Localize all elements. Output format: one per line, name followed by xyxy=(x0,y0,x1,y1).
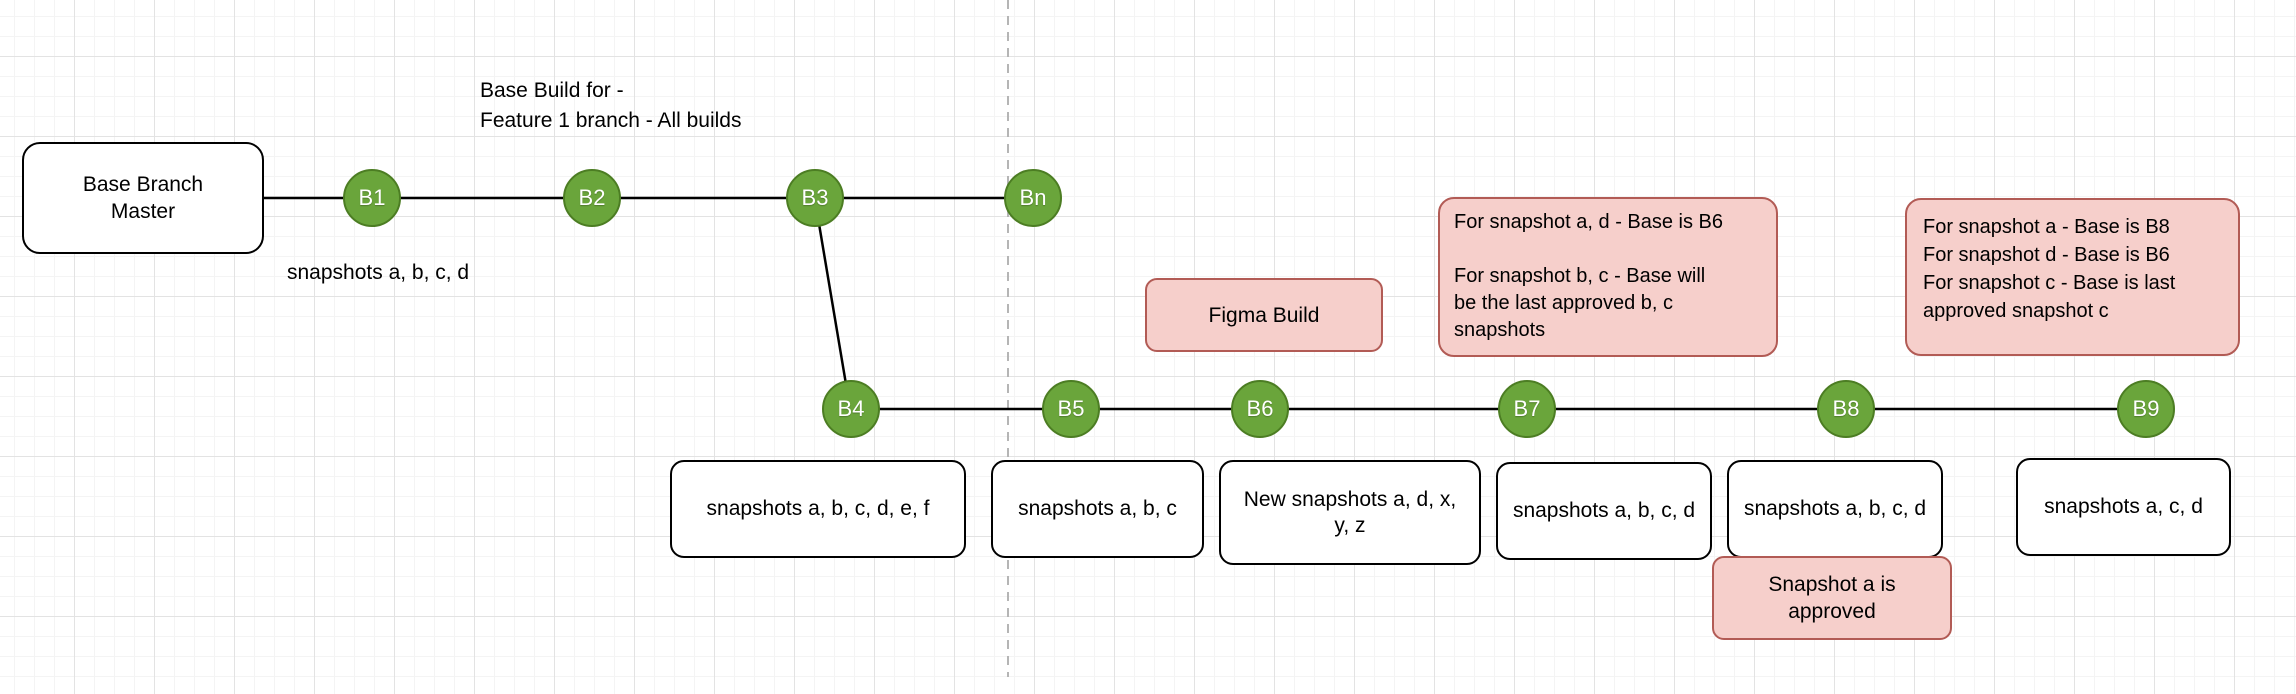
note-snapshot-a-approved[interactable]: Snapshot a is approved xyxy=(1712,556,1952,640)
branch-node-b6[interactable]: B6 xyxy=(1231,380,1289,438)
branch-node-b9[interactable]: B9 xyxy=(2117,380,2175,438)
branch-node-b7[interactable]: B7 xyxy=(1498,380,1556,438)
branch-node-b5[interactable]: B5 xyxy=(1042,380,1100,438)
note-base-for-b7-snapshots[interactable]: For snapshot a, d - Base is B6 For snaps… xyxy=(1438,197,1778,357)
shape-snapshots-b8[interactable]: snapshots a, b, c, d xyxy=(1727,460,1943,558)
branch-node-b8[interactable]: B8 xyxy=(1817,380,1875,438)
shape-snapshots-b7[interactable]: snapshots a, b, c, d xyxy=(1496,462,1712,560)
shape-snapshots-b6[interactable]: New snapshots a, d, x, y, z xyxy=(1219,460,1481,565)
note-figma-build[interactable]: Figma Build xyxy=(1145,278,1383,352)
text-base-build-title: Base Build for - Feature 1 branch - All … xyxy=(480,79,742,132)
branch-node-bn[interactable]: Bn xyxy=(1004,169,1062,227)
note-base-for-b9-snapshots[interactable]: For snapshot a - Base is B8 For snapshot… xyxy=(1905,198,2240,356)
shape-snapshots-b5[interactable]: snapshots a, b, c xyxy=(991,460,1204,558)
shape-snapshots-b4[interactable]: snapshots a, b, c, d, e, f xyxy=(670,460,966,558)
branch-node-b2[interactable]: B2 xyxy=(563,169,621,227)
edge-b3-to-b4 xyxy=(813,199,852,409)
shape-base-branch-master[interactable]: Base Branch Master xyxy=(22,142,264,254)
shape-snapshots-b9[interactable]: snapshots a, c, d xyxy=(2016,458,2231,556)
text-b1-snapshots: snapshots a, b, c, d xyxy=(287,261,470,284)
branch-node-b1[interactable]: B1 xyxy=(343,169,401,227)
branch-node-b4[interactable]: B4 xyxy=(822,380,880,438)
branch-node-b3[interactable]: B3 xyxy=(786,169,844,227)
